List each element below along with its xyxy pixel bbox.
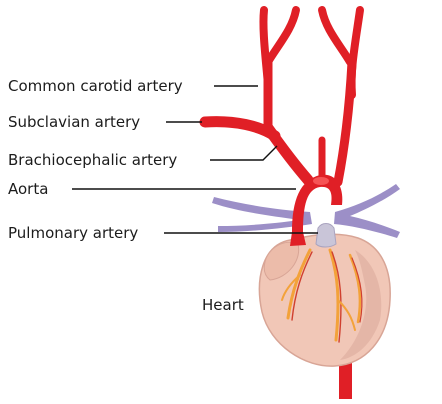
- leader-brachiocephalic: [210, 146, 277, 160]
- pulmonary-trunk: [316, 224, 336, 248]
- label-brachiocephalic: Brachiocephalic artery: [8, 151, 177, 169]
- right-side-artery: [338, 62, 352, 182]
- carotid-branch-right-inner: [322, 10, 350, 62]
- heart: [259, 224, 390, 367]
- aorta-base-on-heart: [290, 232, 306, 246]
- pulmonary-vessel-right: [334, 184, 400, 238]
- label-common-carotid: Common carotid artery: [8, 77, 183, 95]
- aorta-highlight: [313, 177, 329, 185]
- carotid-branch-left-inner: [268, 10, 296, 62]
- arteries: [205, 10, 360, 182]
- brachiocephalic-artery: [268, 128, 308, 180]
- label-subclavian: Subclavian artery: [8, 113, 140, 131]
- label-heart: Heart: [202, 296, 244, 314]
- label-pulmonary: Pulmonary artery: [8, 224, 138, 242]
- labels: Common carotid artery Subclavian artery …: [8, 77, 244, 314]
- label-aorta: Aorta: [8, 180, 48, 198]
